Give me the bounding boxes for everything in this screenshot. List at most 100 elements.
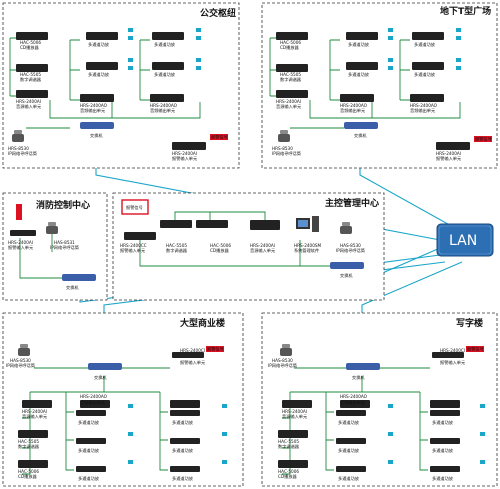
multi-amp xyxy=(430,438,460,444)
speaker-icon xyxy=(456,58,461,62)
alarm-unit-label: 报警输入单元 xyxy=(172,155,197,162)
pager-model: HRS-8530 xyxy=(8,146,29,151)
multi-amp-label: 多通道功放 xyxy=(432,419,454,426)
speaker-icon xyxy=(196,36,201,40)
input-unit-model: HRS-2400AI xyxy=(250,243,275,248)
zone-title: 大型商业楼 xyxy=(180,317,225,329)
cd-player-model: HAC-5006 xyxy=(278,469,299,474)
input-unit-label: 音源输入单元 xyxy=(276,103,301,110)
input-unit-label: 音源输入单元 xyxy=(22,413,47,420)
speaker-icon xyxy=(196,66,201,70)
alarm-unit-model: HRS-2400CI xyxy=(440,348,465,353)
multi-amp-label: 多通道功放 xyxy=(154,71,176,78)
phone-icon xyxy=(340,222,352,234)
amp-out-2-model: HRS-2400AO xyxy=(150,103,178,108)
switch-label: 交换机 xyxy=(340,272,353,279)
speaker-icon xyxy=(388,404,393,408)
multi-amp-label: 多通道功放 xyxy=(414,41,436,48)
multi-amp xyxy=(170,466,200,472)
fire-panel xyxy=(10,230,36,236)
alarm-signal-label: 报警信号 xyxy=(467,346,484,353)
amp-out xyxy=(80,400,110,408)
alarm-unit xyxy=(436,142,470,150)
server-icon xyxy=(296,216,319,232)
pager-model: HAS-8530 xyxy=(340,243,361,248)
speaker-icon xyxy=(456,36,461,40)
digital-tuner xyxy=(16,64,48,72)
digital-tuner-model: HAC-5505 xyxy=(166,243,187,248)
alarm-unit-label: 报警输入单元 xyxy=(180,359,205,366)
cd-player xyxy=(18,460,48,468)
digital-tuner xyxy=(18,430,48,438)
network-switch xyxy=(80,122,114,129)
input-unit-label: 音源输入单元 xyxy=(16,103,41,110)
speaker-icon xyxy=(480,460,485,464)
amp-out-1-label: 音频输出单元 xyxy=(340,107,365,114)
pager-label: IP网络寻呼话筒 xyxy=(6,362,35,369)
speaker-icon xyxy=(222,404,227,408)
zone-title: 公交枢纽 xyxy=(200,7,236,19)
fire-panel-label: 报警输入单元 xyxy=(8,244,33,251)
pager-model: HRS-8530 xyxy=(272,146,293,151)
phone-icon xyxy=(280,344,292,356)
input-unit xyxy=(276,90,308,98)
pager-label: IP网络寻呼话筒 xyxy=(336,247,365,254)
multi-amp-label: 多通道功放 xyxy=(338,419,360,426)
cd-player-model: HAC-5006 xyxy=(210,243,231,248)
pager-label: IP网络寻呼话筒 xyxy=(50,244,79,251)
phone-icon xyxy=(12,130,24,142)
alarm-signal-tag xyxy=(210,134,228,140)
alarm-unit-model: HRS-2400CC xyxy=(120,243,147,248)
switch-label: 交换机 xyxy=(90,132,103,139)
multi-amp xyxy=(430,410,460,416)
alarm-unit-model: HRS-2400AI xyxy=(172,151,197,156)
speaker-icon xyxy=(196,58,201,62)
pager-label: IP网络寻呼话筒 xyxy=(268,362,297,369)
amp-out-label: 音频输出单元 xyxy=(80,399,105,406)
amp-out-1-label: 音频输出单元 xyxy=(80,107,105,114)
amp-out-2-label: 音频输出单元 xyxy=(150,107,175,114)
cd-player-model: HAC-5006 xyxy=(280,40,301,45)
zone-title: 主控管理中心 xyxy=(325,197,379,209)
alarm-signal-label: 报警信号 xyxy=(207,346,224,353)
digital-tuner xyxy=(160,220,192,228)
amp-out xyxy=(340,400,370,408)
multi-amp-label: 多通道功放 xyxy=(338,447,360,454)
zone-main-control: 主控管理中心 报警信号 HRS-2400CC 报警输入单元 HAC-5505 xyxy=(112,192,385,301)
pager-label: IP网络寻呼话筒 xyxy=(272,150,301,157)
alarm-unit xyxy=(172,142,206,150)
cd-player xyxy=(16,32,48,40)
multi-amp-label: 多通道功放 xyxy=(414,71,436,78)
zone-office: 写字楼 报警信号 xyxy=(261,312,498,487)
multi-amp xyxy=(76,438,106,444)
multi-amp xyxy=(86,62,118,70)
speaker-icon xyxy=(456,66,461,70)
multi-amp-label: 多通道功放 xyxy=(432,447,454,454)
digital-tuner-label: 数字调谐器 xyxy=(18,443,40,450)
network-switch xyxy=(62,274,96,281)
digital-tuner-label: 数字调谐器 xyxy=(278,443,300,450)
cd-player-model: HAC-5006 xyxy=(18,469,39,474)
alarm-signal-tag xyxy=(466,346,484,352)
phone-icon xyxy=(46,222,58,234)
zone-title: 消防控制中心 xyxy=(36,199,90,211)
pager-model: HAS-8530 xyxy=(272,358,293,363)
speaker-icon xyxy=(222,460,227,464)
switch-label: 交换机 xyxy=(66,284,79,291)
alarm-signal-tag xyxy=(206,346,224,352)
network-switch xyxy=(88,363,122,370)
pager-model: HAS-8531 xyxy=(54,240,75,245)
zone-fire-control: 消防控制中心 HRS-2400AI 报警输入单元 HAS-8531 IP网络寻呼… xyxy=(2,192,108,301)
cd-player-label: CD播放器 xyxy=(280,44,300,51)
switch-label: 交换机 xyxy=(352,374,365,381)
speaker-icon xyxy=(128,58,133,62)
network-switch xyxy=(344,122,378,129)
multi-amp-label: 多通道功放 xyxy=(338,475,360,482)
multi-amp xyxy=(336,410,366,416)
cd-player-label: CD播放器 xyxy=(210,247,230,254)
speaker-icon xyxy=(128,404,133,408)
alarm-unit-model: HRS-2400CI xyxy=(180,348,205,353)
zone-shopping-mall: 大型商业楼 报警信号 xyxy=(2,312,244,487)
amp-out-2-model: HRS-2400AO xyxy=(410,103,438,108)
zone-underground-plaza: 地下T型广场 xyxy=(261,2,498,169)
